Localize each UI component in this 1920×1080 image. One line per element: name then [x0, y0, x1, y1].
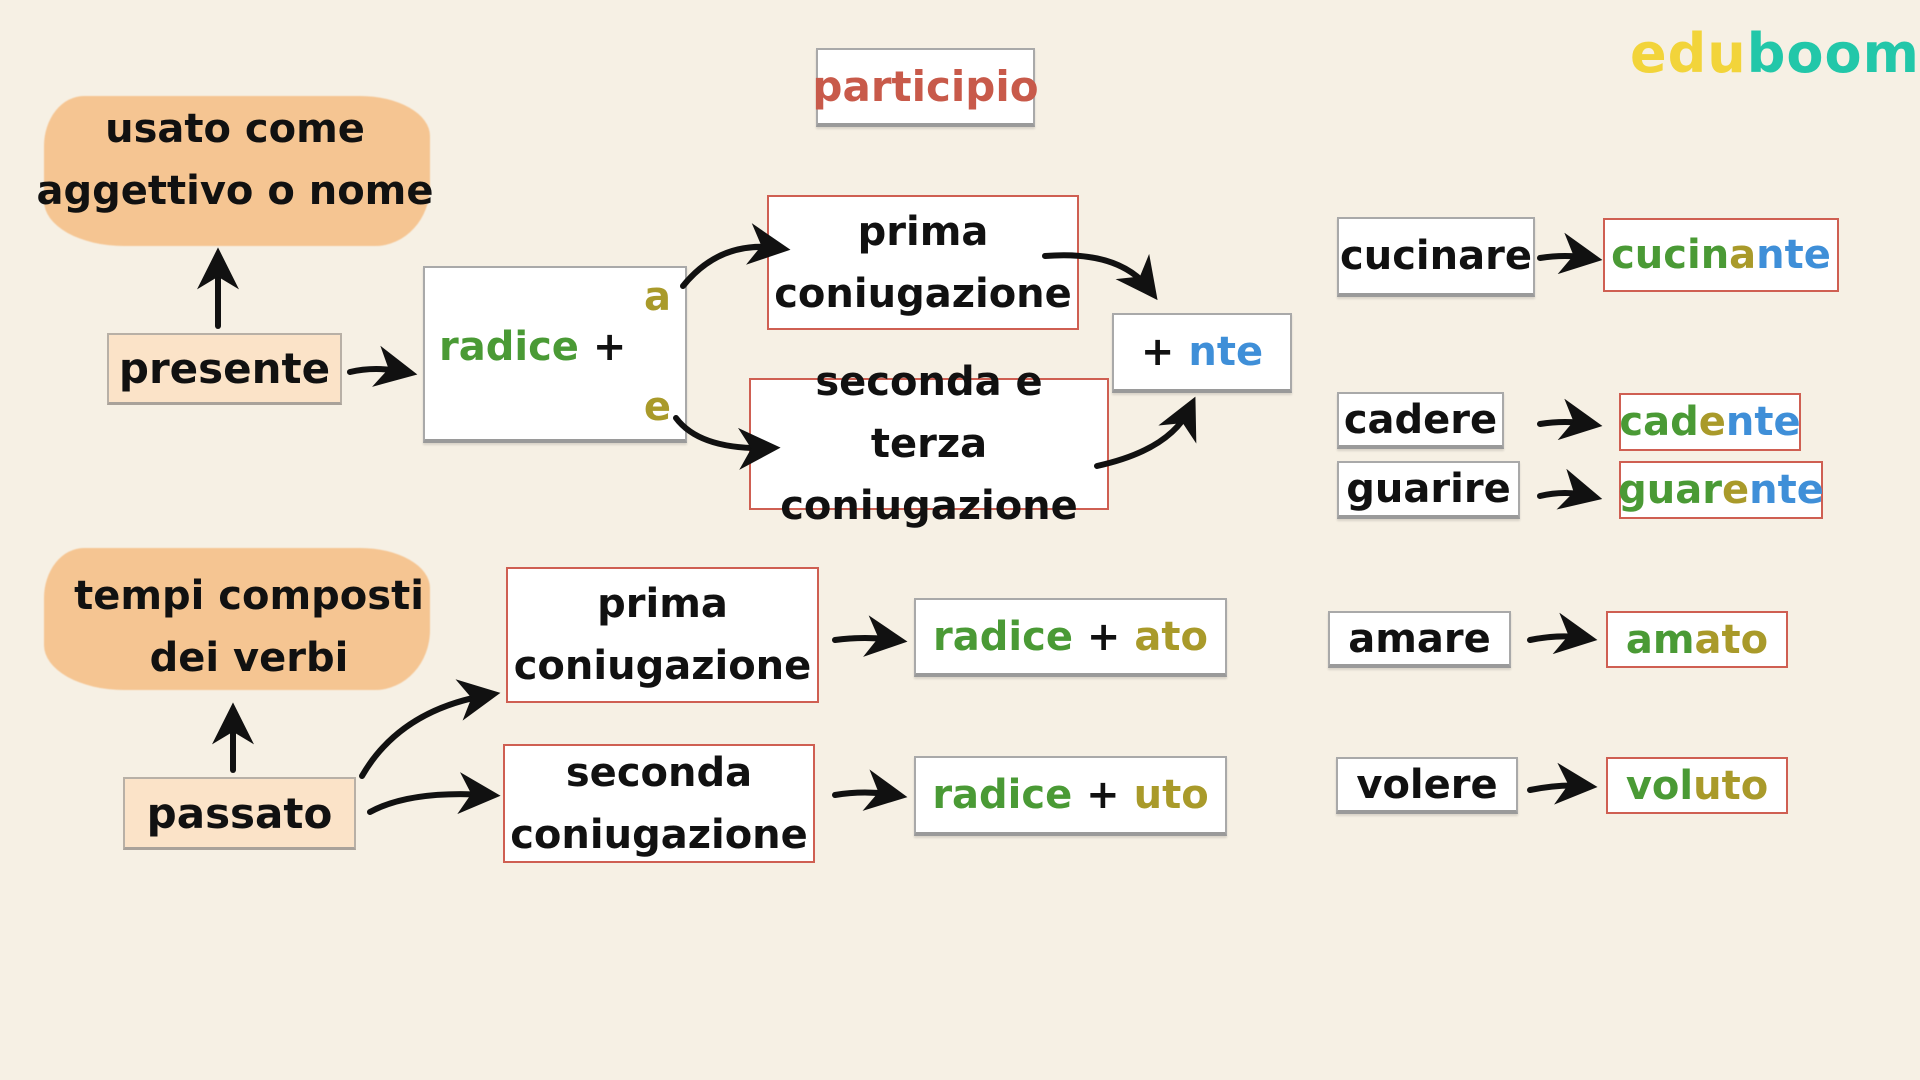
radice-text: radice [439, 324, 579, 370]
passato-label: passato [146, 788, 333, 838]
arrow-right-icon [832, 769, 908, 811]
verb-box-volere: volere [1336, 757, 1518, 814]
highlight-blob-compound [44, 548, 430, 690]
nte-suffix-box: + nte [1112, 313, 1292, 393]
eduboom-logo: eduboom [1630, 22, 1920, 85]
participle-root: guar [1618, 467, 1722, 513]
title-box: participio [812, 48, 1039, 127]
participle-vowel: e [1698, 399, 1726, 445]
presente-second-third-conjugation-box: seconda e terza coniugazione [749, 359, 1109, 529]
participle-ending: nte [1756, 232, 1831, 278]
participle-root: vol [1625, 762, 1694, 809]
participle-root: cucin [1611, 232, 1730, 278]
arrow-curve-icon [1094, 396, 1197, 469]
conj-line2: coniugazione [513, 643, 812, 689]
formula-box-uto: radice + uto [914, 756, 1227, 836]
arrow-right-icon [347, 345, 418, 387]
participle-root: cad [1619, 399, 1699, 445]
uto-ending: uto [1133, 772, 1209, 818]
vowel-e: e [643, 384, 671, 430]
radice-text: radice [933, 613, 1073, 660]
logo-edu: edu [1630, 22, 1747, 85]
verb-text: guarire [1346, 466, 1511, 512]
presente-first-conjugation-box: prima coniugazione [767, 195, 1079, 330]
conj-line1: seconda [565, 749, 753, 796]
participle-ending: nte [1725, 399, 1801, 445]
conj-line2: coniugazione [510, 811, 808, 858]
passato-first-conjugation-box: prima coniugazione [506, 567, 819, 703]
verb-box-amare: amare [1328, 611, 1511, 668]
usage-note-line2: aggettivo o nome [36, 168, 434, 214]
arrow-curve-icon [680, 223, 791, 289]
usage-note-line1: tempi composti [74, 573, 424, 619]
passato-second-conjugation-box: seconda coniugazione [503, 744, 815, 863]
participle-root: am [1625, 616, 1695, 663]
vowel-a: a [644, 274, 671, 320]
arrow-right-icon [1537, 468, 1603, 510]
plus-sign: + [1086, 772, 1120, 818]
highlight-blob-usage [44, 96, 430, 246]
usage-note-line2: dei verbi [149, 635, 349, 681]
arrow-right-icon [1537, 232, 1603, 275]
verb-box-cucinare: cucinare [1337, 217, 1535, 297]
usage-note-line1: usato come [105, 106, 365, 152]
plus-sign: + [1086, 613, 1121, 660]
verb-box-cadere: cadere [1337, 392, 1504, 449]
verb-text: cadere [1343, 396, 1498, 443]
arrow-right-icon [1537, 398, 1603, 441]
arrow-right-icon [832, 615, 908, 657]
participle-ending: ato [1694, 616, 1769, 663]
page-title: participio [812, 62, 1039, 111]
conj-line1: prima [597, 581, 728, 627]
conj-line2: coniugazione [774, 270, 1072, 317]
conj-line1: seconda e terza [815, 359, 1043, 467]
formula-box-ato: radice + ato [914, 598, 1227, 677]
verb-text: amare [1348, 615, 1491, 662]
verb-text: volere [1356, 761, 1498, 808]
arrow-right-icon [1527, 612, 1598, 655]
participle-ending: uto [1693, 762, 1769, 809]
participle-vowel: e [1721, 467, 1750, 513]
conj-line1: prima [857, 208, 989, 255]
participle-ending: nte [1749, 467, 1824, 513]
radice-vowel-box: radice + a e [423, 266, 687, 443]
arrow-right-icon [1527, 762, 1598, 805]
usage-note-passato: tempi composti dei verbi [44, 565, 454, 689]
passato-box: passato [123, 777, 356, 850]
participle-vowel: a [1729, 232, 1757, 278]
logo-boom: boom [1746, 22, 1920, 85]
nte-ending: nte [1188, 329, 1264, 375]
radice-text: radice [932, 772, 1073, 818]
plus-sign: + [592, 324, 627, 370]
usage-note-presente: usato come aggettivo o nome [30, 98, 440, 222]
presente-box: presente [107, 333, 342, 405]
ato-ending: ato [1134, 613, 1208, 660]
verb-box-guarire: guarire [1337, 461, 1520, 519]
conj-line2: coniugazione [780, 483, 1078, 529]
arrow-curve-icon [367, 772, 501, 815]
verb-text: cucinare [1340, 233, 1532, 279]
arrow-curve-icon [359, 679, 501, 779]
plus-sign: + [1140, 329, 1175, 375]
presente-label: presente [118, 344, 331, 393]
